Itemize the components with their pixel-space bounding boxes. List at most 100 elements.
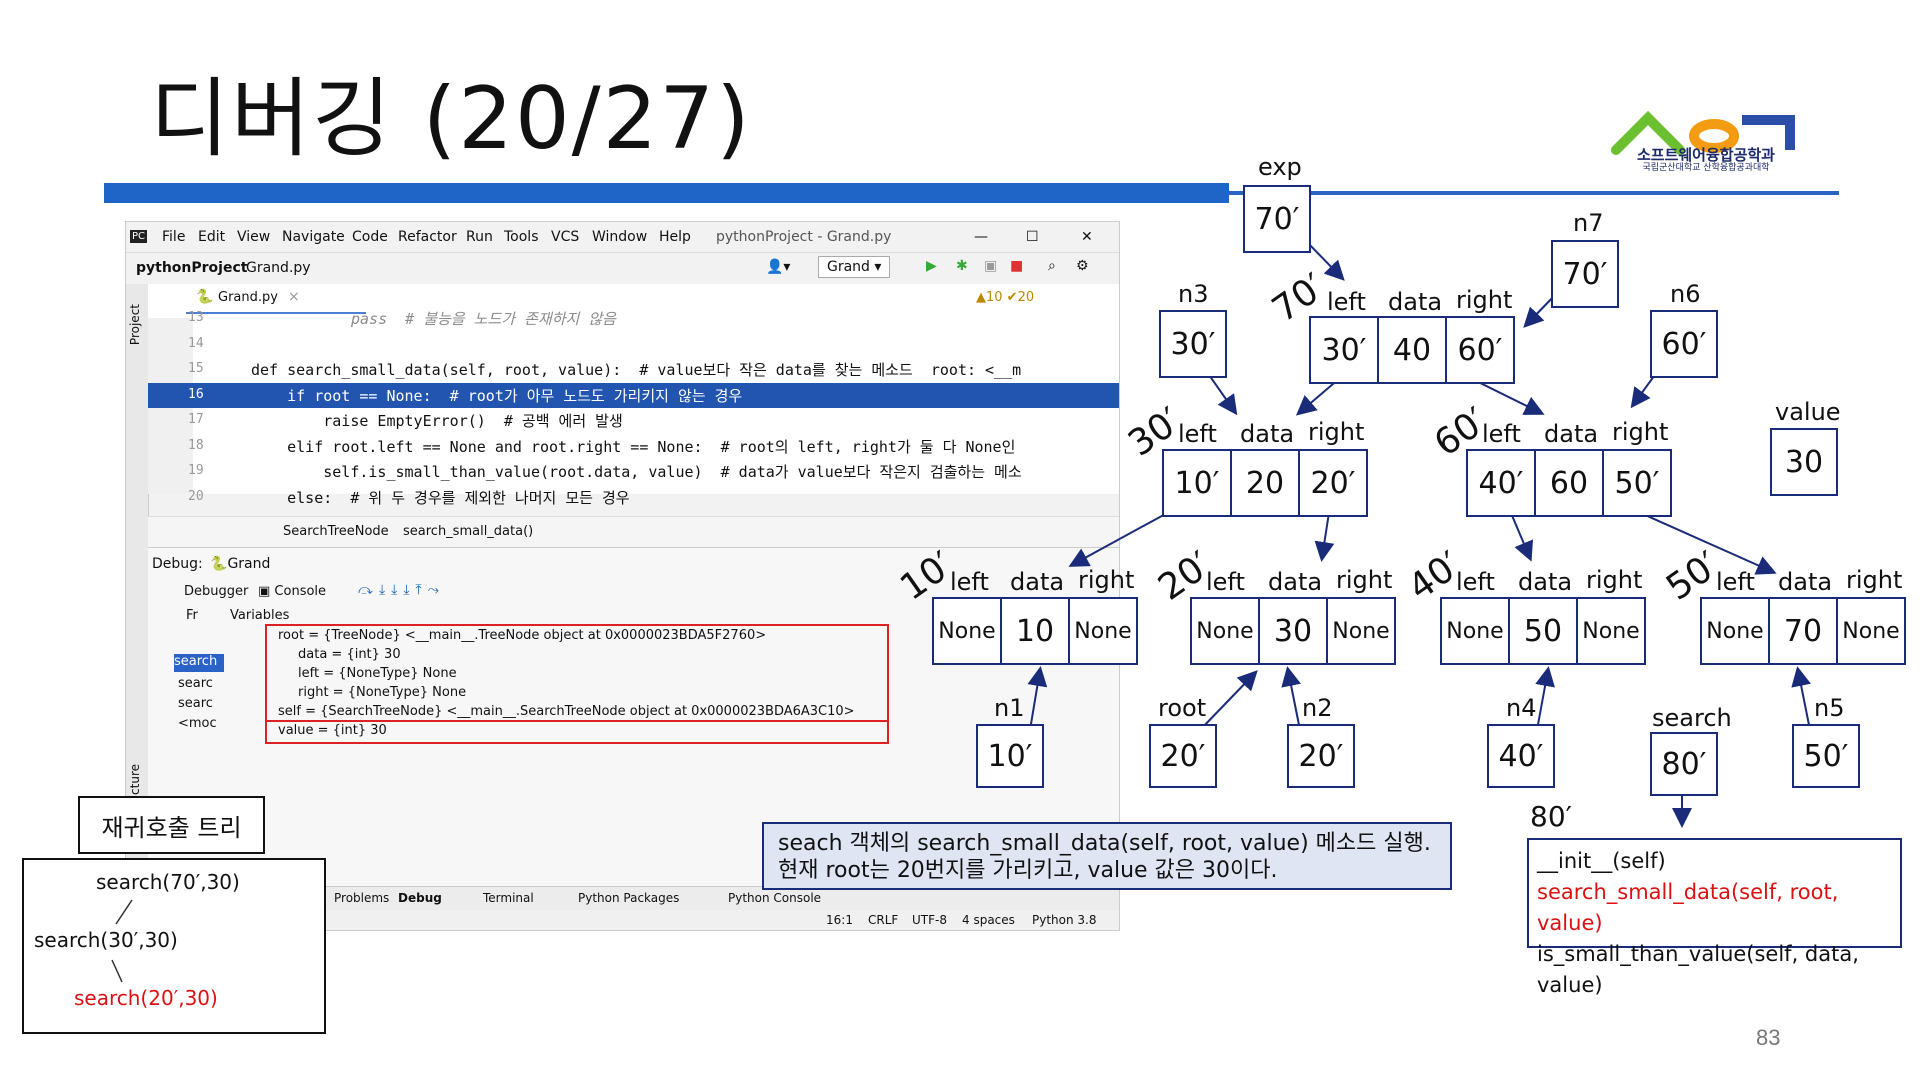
var-label-n4: n4	[1506, 694, 1537, 722]
variables-header: Variables	[230, 608, 290, 623]
menu-file[interactable]: File	[162, 229, 186, 245]
step-controls[interactable]: ⤼⤓⤓⤓⤒⤳	[358, 582, 445, 598]
debug-tab[interactable]: 🐍Grand	[210, 556, 270, 572]
variable-right[interactable]: right = {NoneType} None	[298, 685, 467, 700]
menu-refactor[interactable]: Refactor	[398, 229, 457, 245]
status-encoding[interactable]: UTF-8	[912, 913, 947, 927]
tree-node-40: None 50 None	[1440, 597, 1646, 665]
code-line: self.is_small_than_value(root.data, valu…	[251, 463, 1022, 481]
menu-view[interactable]: View	[237, 229, 271, 245]
note-line-2: 현재 root는 20번지를 가리키고, value 값은 30이다.	[778, 858, 1278, 883]
tab-debug[interactable]: Debug	[398, 891, 442, 905]
search-icon[interactable]: ⌕	[1048, 258, 1056, 274]
node-right: None	[1842, 618, 1900, 644]
menu-help[interactable]: Help	[659, 229, 691, 245]
tab-terminal[interactable]: Terminal	[483, 891, 534, 905]
var-label-n1: n1	[994, 694, 1025, 722]
console-tab[interactable]: ▣ Console	[258, 584, 327, 599]
run-icon[interactable]: ▶	[926, 258, 937, 274]
coverage-icon[interactable]: ▣	[984, 258, 998, 274]
breadcrumb-project[interactable]: pythonProject	[136, 260, 248, 276]
variable-data[interactable]: data = {int} 30	[298, 647, 401, 662]
debug-icon[interactable]: ✱	[956, 258, 968, 274]
tab-python-packages[interactable]: Python Packages	[578, 891, 680, 905]
frame-item[interactable]: searc	[178, 696, 213, 711]
close-icon[interactable]: ✕	[1081, 229, 1093, 245]
frames-filter[interactable]: Fr	[186, 608, 198, 623]
run-config-select[interactable]: Grand ▾	[818, 256, 891, 278]
code-line: else: # 위 두 경우를 제외한 나머지 모든 경우	[251, 489, 630, 507]
field-header-left: left	[950, 568, 989, 596]
field-header-right: right	[1586, 566, 1643, 594]
menu-navigate[interactable]: Navigate	[282, 229, 345, 245]
slide-title: 디버깅 (20/27)	[150, 69, 752, 169]
editor-tab-grand[interactable]: 🐍 Grand.py ×	[186, 284, 366, 314]
variable-root[interactable]: root = {TreeNode} <__main__.TreeNode obj…	[278, 628, 767, 643]
variable-value[interactable]: value = {int} 30	[278, 723, 387, 738]
menu-vcs[interactable]: VCS	[551, 229, 580, 245]
node-data: 10	[1002, 599, 1070, 663]
var-box-search: 80′	[1650, 732, 1718, 796]
status-position[interactable]: 16:1	[826, 913, 853, 927]
python-icon: 🐍	[210, 556, 228, 572]
tab-problems[interactable]: Problems	[334, 891, 390, 905]
line-number: 14	[188, 336, 204, 351]
node-left: None	[1702, 599, 1770, 663]
minimize-icon[interactable]: —	[974, 229, 988, 245]
logo-subtext: 국립군산대학교 산학융합공과대학	[1642, 163, 1770, 173]
crumb-class[interactable]: SearchTreeNode	[283, 524, 389, 539]
status-interpreter[interactable]: Python 3.8	[1032, 913, 1097, 927]
recursion-call-2: search(30′,30)	[34, 928, 178, 952]
frame-item[interactable]: <moc	[178, 716, 217, 731]
tab-close-icon[interactable]: ×	[288, 289, 300, 305]
node-left: 40′	[1468, 451, 1536, 515]
menu-edit[interactable]: Edit	[198, 229, 226, 245]
frame-label: search	[174, 654, 218, 669]
node-right: 20′	[1310, 465, 1356, 501]
object-address-80: 80′	[1530, 800, 1572, 833]
field-header-right: right	[1612, 418, 1669, 446]
var-box-exp: 70′	[1243, 185, 1311, 253]
stop-icon[interactable]: ■	[1010, 258, 1024, 274]
menu-bar: PC File Edit View Navigate Code Refactor…	[126, 222, 1119, 252]
field-header-left: left	[1482, 420, 1521, 448]
status-line-ending[interactable]: CRLF	[868, 913, 899, 927]
debugger-tab[interactable]: Debugger	[184, 584, 249, 599]
menu-tools[interactable]: Tools	[504, 229, 539, 245]
var-box-n3: 30′	[1159, 310, 1227, 378]
frame-item[interactable]: searc	[178, 676, 213, 691]
line-number: 15	[188, 361, 204, 376]
var-box-root: 20′	[1149, 724, 1217, 788]
field-header-data: data	[1544, 420, 1599, 448]
node-left: None	[1442, 599, 1510, 663]
var-label-n3: n3	[1178, 280, 1209, 308]
python-file-icon: 🐍	[196, 289, 214, 305]
node-left: 30′	[1311, 318, 1379, 382]
node-left: None	[934, 599, 1002, 663]
var-box-value: 30	[1770, 428, 1838, 496]
department-logo	[1611, 110, 1795, 155]
menu-code[interactable]: Code	[352, 229, 388, 245]
recursion-tree-title: 재귀호출 트리	[78, 796, 265, 854]
inspection-counts[interactable]: ▲10 ✔20	[976, 290, 1035, 305]
variable-self[interactable]: self = {SearchTreeNode} <__main__.Search…	[278, 704, 855, 719]
breadcrumb-file[interactable]: Grand.py	[246, 260, 311, 276]
field-header-data: data	[1268, 568, 1323, 596]
node-right: None	[1074, 618, 1132, 644]
line-number: 20	[188, 489, 204, 504]
settings-icon[interactable]: ⚙	[1076, 258, 1089, 274]
tab-python-console[interactable]: Python Console	[728, 891, 822, 905]
menu-run[interactable]: Run	[466, 229, 493, 245]
search-object-methods: __init__(self) search_small_data(self, r…	[1527, 838, 1902, 997]
crumb-method[interactable]: search_small_data()	[403, 524, 534, 539]
menu-window[interactable]: Window	[592, 229, 648, 245]
field-header-left: left	[1178, 420, 1217, 448]
node-data: 20	[1232, 451, 1300, 515]
maximize-icon[interactable]: ☐	[1026, 229, 1039, 245]
method-search-small-data: search_small_data(self, root, value)	[1537, 880, 1839, 935]
frame-item-selected[interactable]: search	[174, 654, 224, 672]
user-icon[interactable]: 👤▾	[766, 259, 791, 275]
variable-left[interactable]: left = {NoneType} None	[298, 666, 457, 681]
status-indent[interactable]: 4 spaces	[962, 913, 1015, 927]
title-underline-bar	[104, 183, 1229, 203]
